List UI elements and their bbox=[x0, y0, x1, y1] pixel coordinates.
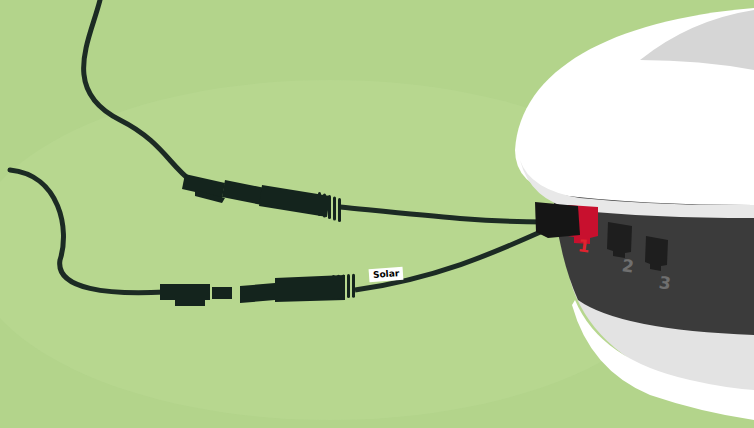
cable-tag: Solar bbox=[369, 267, 404, 282]
cap-crease bbox=[640, 10, 754, 70]
mc4-connector bbox=[182, 174, 341, 222]
port-number: 3 bbox=[658, 274, 672, 292]
plug bbox=[535, 202, 580, 238]
cable bbox=[355, 230, 545, 290]
cable bbox=[10, 170, 165, 293]
device-cap bbox=[515, 8, 754, 205]
cable bbox=[340, 207, 545, 222]
port-number: 2 bbox=[621, 257, 635, 275]
port-number: 1 bbox=[577, 237, 591, 255]
mc4-connector bbox=[160, 274, 355, 306]
ports bbox=[568, 205, 668, 271]
cable bbox=[84, 0, 190, 180]
